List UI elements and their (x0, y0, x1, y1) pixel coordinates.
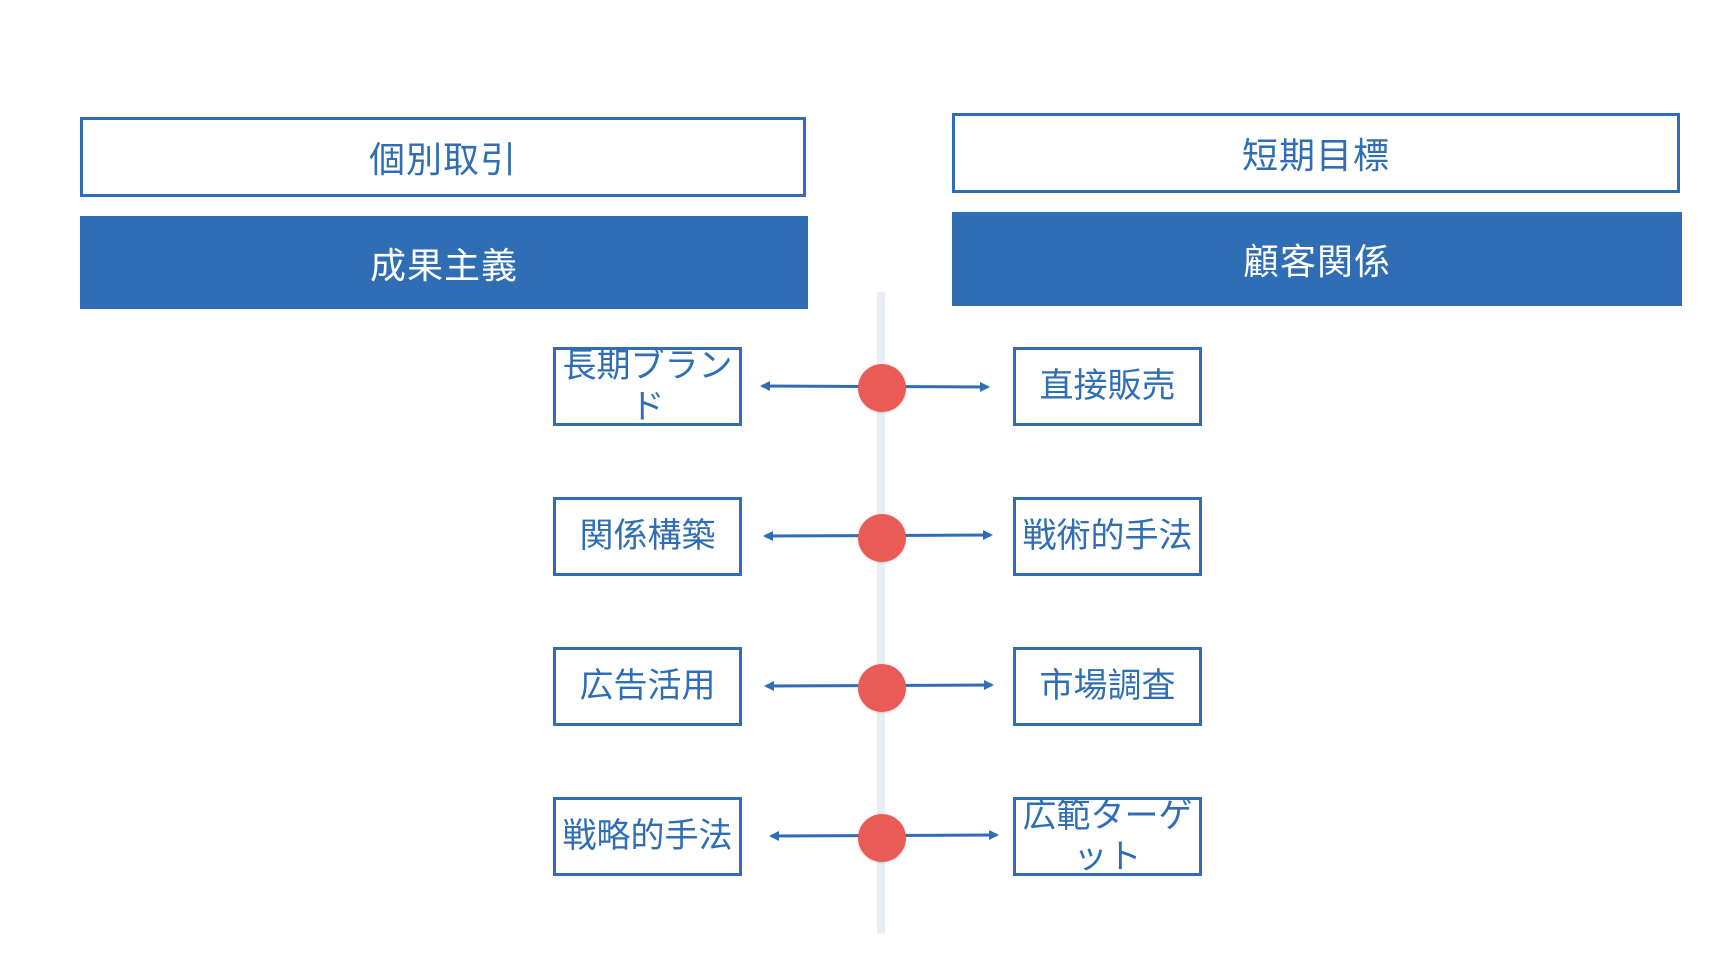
right-item-2-label: 戦術的手法 (1022, 516, 1193, 556)
timeline-dot-1 (858, 364, 906, 412)
left-top-header: 個別取引 (80, 117, 806, 197)
left-item-3: 広告活用 (553, 647, 742, 726)
left-bottom-header: 成果主義 (80, 216, 808, 309)
left-item-2-label: 関係構築 (579, 516, 716, 556)
left-item-2: 関係構築 (553, 497, 742, 576)
timeline-dot-2 (858, 514, 906, 562)
right-item-3: 市場調査 (1013, 647, 1202, 726)
timeline-dot-3 (858, 664, 906, 712)
right-item-2: 戦術的手法 (1013, 497, 1202, 576)
left-top-header-label: 個別取引 (368, 140, 517, 181)
left-bottom-header-label: 成果主義 (369, 245, 518, 287)
left-item-1-label: 長期ブランド (562, 345, 733, 427)
right-item-4: 広範ターゲット (1013, 795, 1202, 877)
right-top-header-label: 短期目標 (1241, 136, 1390, 177)
right-item-4-label: 広範ターゲット (1022, 795, 1193, 877)
right-top-header: 短期目標 (952, 113, 1680, 193)
right-item-1-label: 直接販売 (1039, 366, 1176, 406)
right-bottom-header-label: 顧客関係 (1242, 242, 1391, 283)
left-item-4-label: 戦略的手法 (562, 816, 733, 856)
center-axis-line (877, 292, 885, 934)
right-item-1: 直接販売 (1013, 347, 1202, 426)
right-bottom-header: 顧客関係 (952, 212, 1682, 306)
left-item-4: 戦略的手法 (553, 797, 742, 876)
left-item-1: 長期ブランド (553, 345, 742, 427)
left-item-3-label: 広告活用 (579, 666, 716, 706)
right-item-3-label: 市場調査 (1039, 666, 1176, 706)
timeline-dot-4 (858, 814, 906, 862)
